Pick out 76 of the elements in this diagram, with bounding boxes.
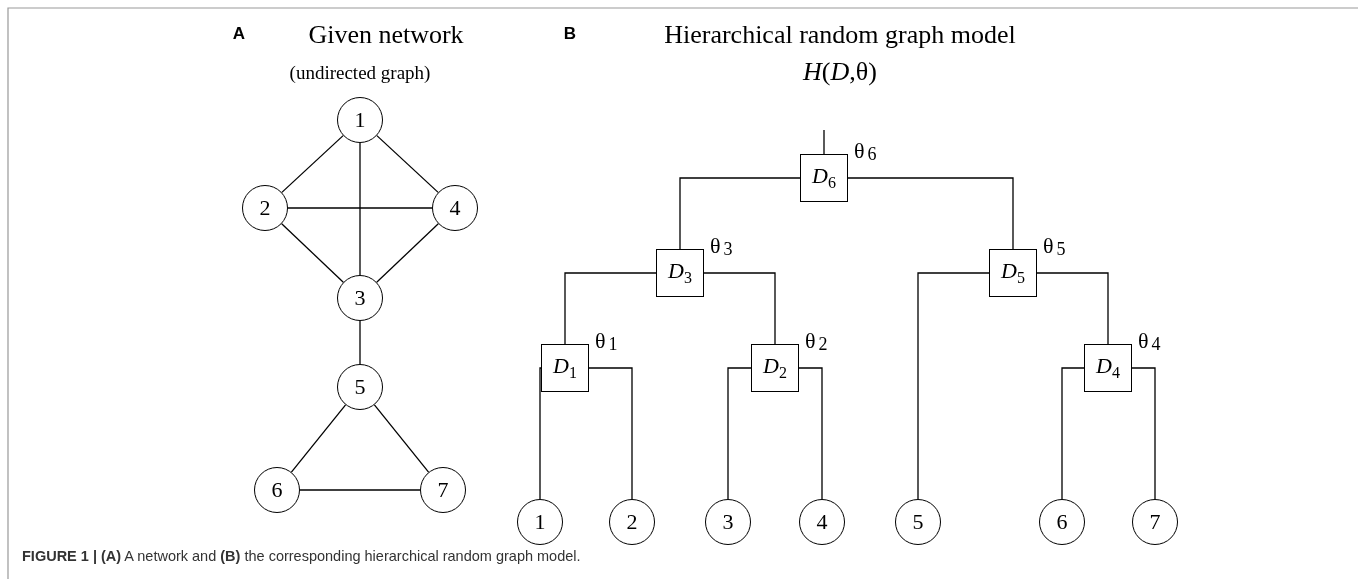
connector-line bbox=[281, 223, 344, 283]
dendrogram-box bbox=[541, 344, 589, 392]
connector-line bbox=[798, 367, 823, 500]
vertex-number: 4 bbox=[449, 195, 461, 221]
stem-line bbox=[823, 129, 825, 155]
panel-subtitle: (undirected graph) bbox=[289, 62, 431, 84]
vertex-circle bbox=[517, 499, 563, 545]
vertex-number: 5 bbox=[354, 374, 366, 400]
connector-line bbox=[847, 177, 1014, 250]
vertex-number: 6 bbox=[271, 477, 283, 503]
dendrogram-box bbox=[656, 249, 704, 297]
probability-label: θ$_{3}$ bbox=[710, 233, 733, 260]
probability-label: θ$_{4}$ bbox=[1138, 328, 1161, 355]
connector-line bbox=[281, 135, 344, 193]
vertex-circle bbox=[1132, 499, 1178, 545]
probability-label: θ$_{6}$ bbox=[854, 138, 877, 165]
vertex-number: 5 bbox=[912, 509, 924, 535]
vertex-circle bbox=[1039, 499, 1085, 545]
dendrogram-box bbox=[989, 249, 1037, 297]
vertex-circle bbox=[242, 185, 288, 231]
internal-node-label: D$_{6}$ bbox=[812, 163, 836, 193]
panel-title: Hierarchical random graph model bbox=[664, 20, 1016, 50]
dendrogram-box bbox=[751, 344, 799, 392]
connector-line bbox=[564, 272, 657, 345]
connector-line bbox=[359, 320, 361, 365]
panel-letter: B bbox=[563, 24, 577, 44]
connector-line bbox=[539, 367, 542, 500]
connector-line bbox=[376, 135, 439, 193]
dendrogram-box bbox=[1084, 344, 1132, 392]
panel-letter: A bbox=[232, 24, 246, 44]
connector-line bbox=[1061, 367, 1085, 500]
probability-label: θ$_{1}$ bbox=[595, 328, 618, 355]
vertex-circle bbox=[895, 499, 941, 545]
vertex-circle bbox=[609, 499, 655, 545]
connector-line bbox=[703, 272, 776, 345]
connector-line bbox=[359, 142, 361, 276]
connector-line bbox=[917, 272, 990, 500]
connector-line bbox=[1131, 367, 1156, 500]
model-formula: H(D,θ) bbox=[803, 57, 877, 87]
connector-line bbox=[1036, 272, 1109, 345]
internal-node-label: D$_{1}$ bbox=[553, 353, 577, 383]
vertex-number: 6 bbox=[1056, 509, 1068, 535]
internal-node-label: D$_{3}$ bbox=[668, 258, 692, 288]
connector-line bbox=[588, 367, 633, 500]
vertex-number: 4 bbox=[816, 509, 828, 535]
connector-line bbox=[376, 223, 439, 283]
vertex-circle bbox=[337, 275, 383, 321]
vertex-number: 7 bbox=[437, 477, 449, 503]
connector-line bbox=[373, 404, 430, 473]
vertex-circle bbox=[254, 467, 300, 513]
vertex-number: 2 bbox=[259, 195, 271, 221]
connector-line bbox=[290, 404, 347, 473]
connector-line bbox=[287, 207, 433, 209]
vertex-number: 7 bbox=[1149, 509, 1161, 535]
probability-label: θ$_{2}$ bbox=[805, 328, 828, 355]
vertex-circle bbox=[337, 364, 383, 410]
vertex-circle bbox=[432, 185, 478, 231]
internal-node-label: D$_{2}$ bbox=[763, 353, 787, 383]
figure-caption: FIGURE 1 | (A) A network and (B) the corresponding hierarchical random graph model. bbox=[22, 548, 581, 564]
vertex-circle bbox=[337, 97, 383, 143]
vertex-number: 3 bbox=[354, 285, 366, 311]
connector-line bbox=[727, 367, 752, 500]
vertex-number: 1 bbox=[354, 107, 366, 133]
panel-title: Given network bbox=[308, 20, 464, 50]
vertex-circle bbox=[705, 499, 751, 545]
vertex-circle bbox=[799, 499, 845, 545]
internal-node-label: D$_{5}$ bbox=[1001, 258, 1025, 288]
vertex-circle bbox=[420, 467, 466, 513]
vertex-number: 2 bbox=[626, 509, 638, 535]
probability-label: θ$_{5}$ bbox=[1043, 233, 1066, 260]
connector-line bbox=[679, 177, 801, 250]
vertex-number: 3 bbox=[722, 509, 734, 535]
vertex-number: 1 bbox=[534, 509, 546, 535]
connector-line bbox=[299, 489, 421, 491]
dendrogram-box bbox=[800, 154, 848, 202]
internal-node-label: D$_{4}$ bbox=[1096, 353, 1120, 383]
